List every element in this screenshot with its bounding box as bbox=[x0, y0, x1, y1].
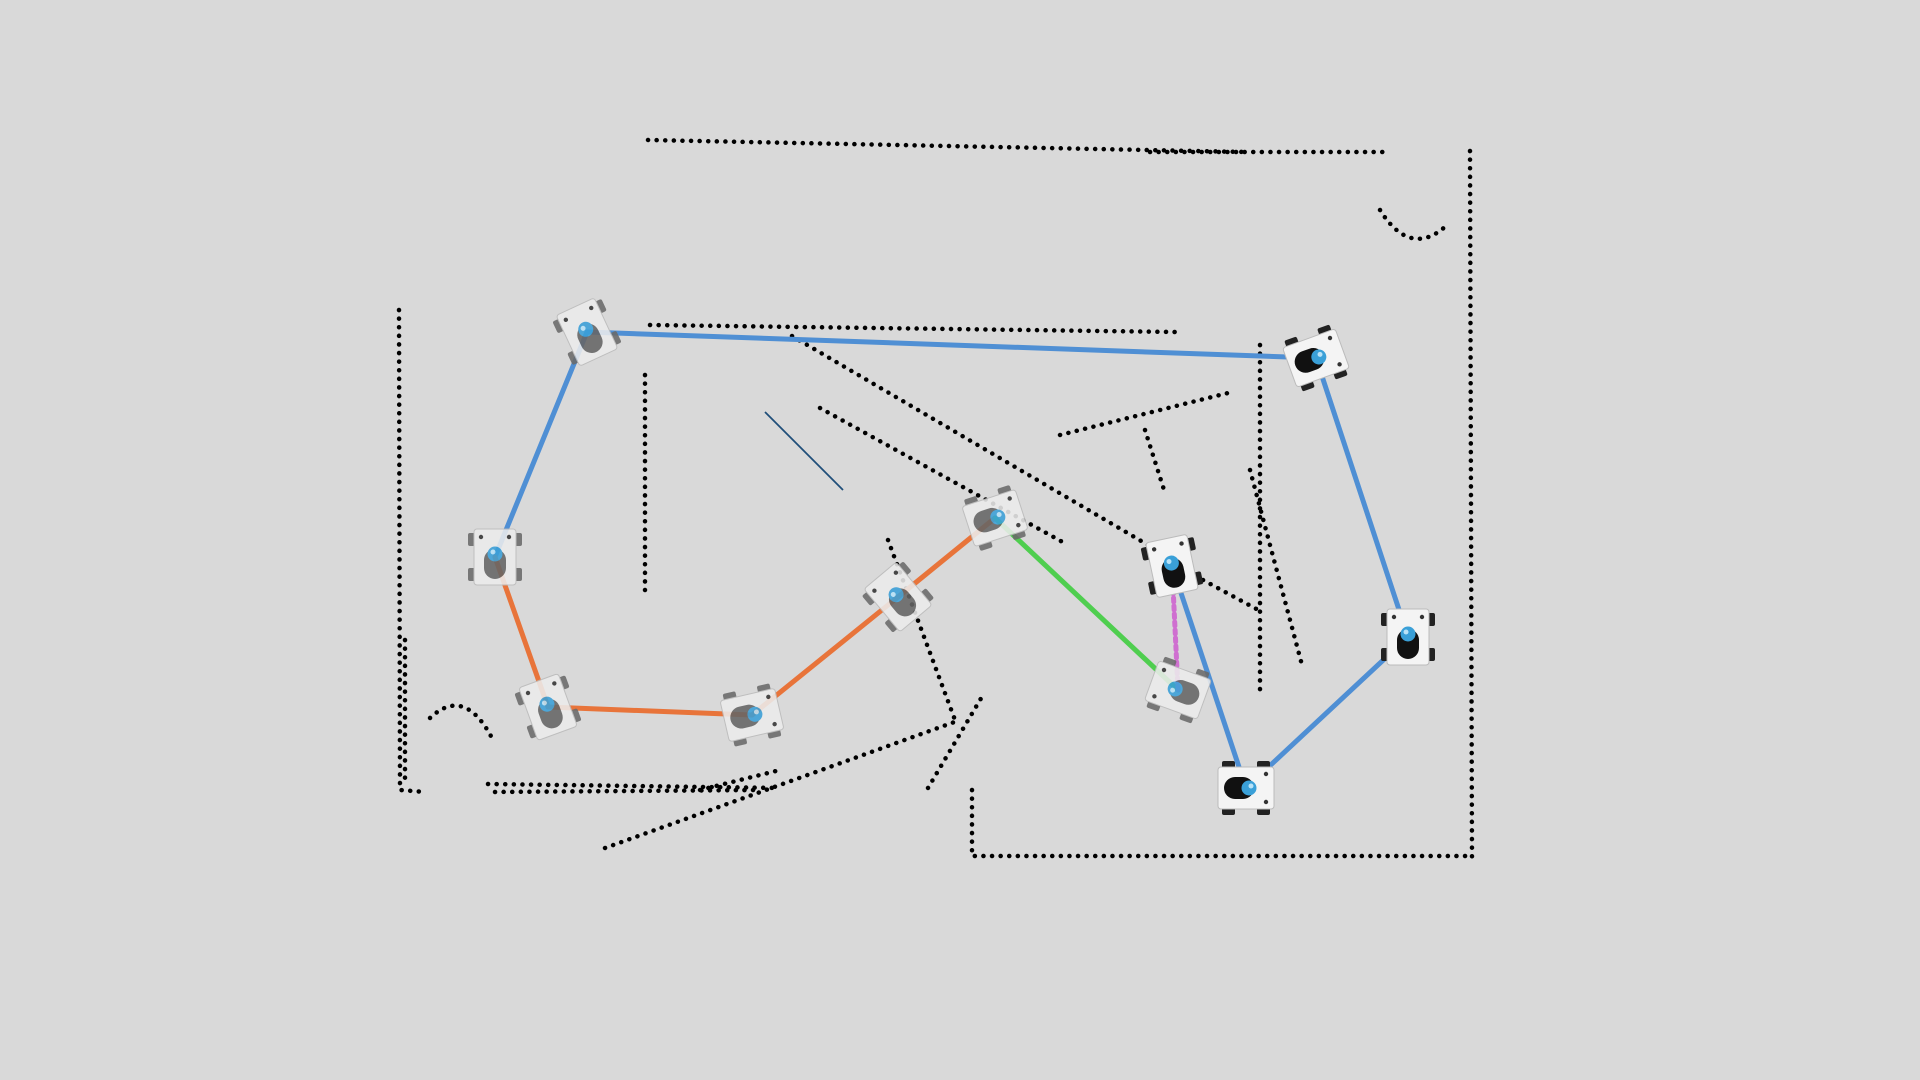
wall-upper-horizontal bbox=[647, 322, 1178, 335]
link-r1-r11 bbox=[584, 329, 1319, 361]
robot-r9[interactable] bbox=[1217, 761, 1275, 815]
link-layer bbox=[492, 329, 1411, 791]
wall-right-outer bbox=[1467, 148, 1475, 861]
link-r6-r8 bbox=[992, 515, 1181, 693]
wall-fork-stem bbox=[1142, 427, 1168, 496]
robot-r5[interactable] bbox=[859, 558, 936, 636]
wall-arc-left bbox=[427, 703, 496, 743]
robot-r8[interactable] bbox=[1142, 655, 1213, 725]
wall-top-long bbox=[645, 137, 1248, 155]
wall-right-slant bbox=[1247, 467, 1305, 668]
robot-r1[interactable] bbox=[551, 295, 624, 369]
robot-r6[interactable] bbox=[960, 484, 1030, 553]
robot-r11[interactable] bbox=[1280, 323, 1351, 393]
obstacle-layer bbox=[396, 137, 1475, 861]
wall-fork-top bbox=[1057, 389, 1235, 438]
link-r3-r4 bbox=[545, 704, 755, 718]
robot-r4[interactable] bbox=[719, 682, 786, 747]
wall-robot7-side bbox=[1200, 577, 1265, 615]
wall-bottom-left-dup bbox=[492, 787, 763, 795]
wall-arc-top-right bbox=[1377, 207, 1449, 242]
link-r9-r10 bbox=[1243, 634, 1411, 791]
robot-r2[interactable] bbox=[468, 528, 522, 586]
stray-segment bbox=[764, 411, 844, 491]
link-r7-r9 bbox=[1169, 563, 1249, 791]
wall-bottom-fan-2 bbox=[925, 692, 986, 791]
wall-left-outer bbox=[396, 307, 428, 795]
link-r1-r2 bbox=[492, 329, 590, 560]
wall-bottom-left bbox=[485, 781, 783, 791]
wall-bottom-fan-1 bbox=[602, 717, 963, 851]
robot-r10[interactable] bbox=[1381, 608, 1435, 666]
robot-r7[interactable] bbox=[1140, 533, 1204, 599]
wall-diagonal-long bbox=[789, 333, 1151, 548]
robot-r3[interactable] bbox=[513, 671, 583, 742]
link-r10-r11 bbox=[1313, 355, 1411, 640]
wall-center-slant bbox=[885, 537, 958, 723]
robot-layer bbox=[468, 295, 1435, 815]
wall-bottom-spur bbox=[697, 767, 783, 793]
